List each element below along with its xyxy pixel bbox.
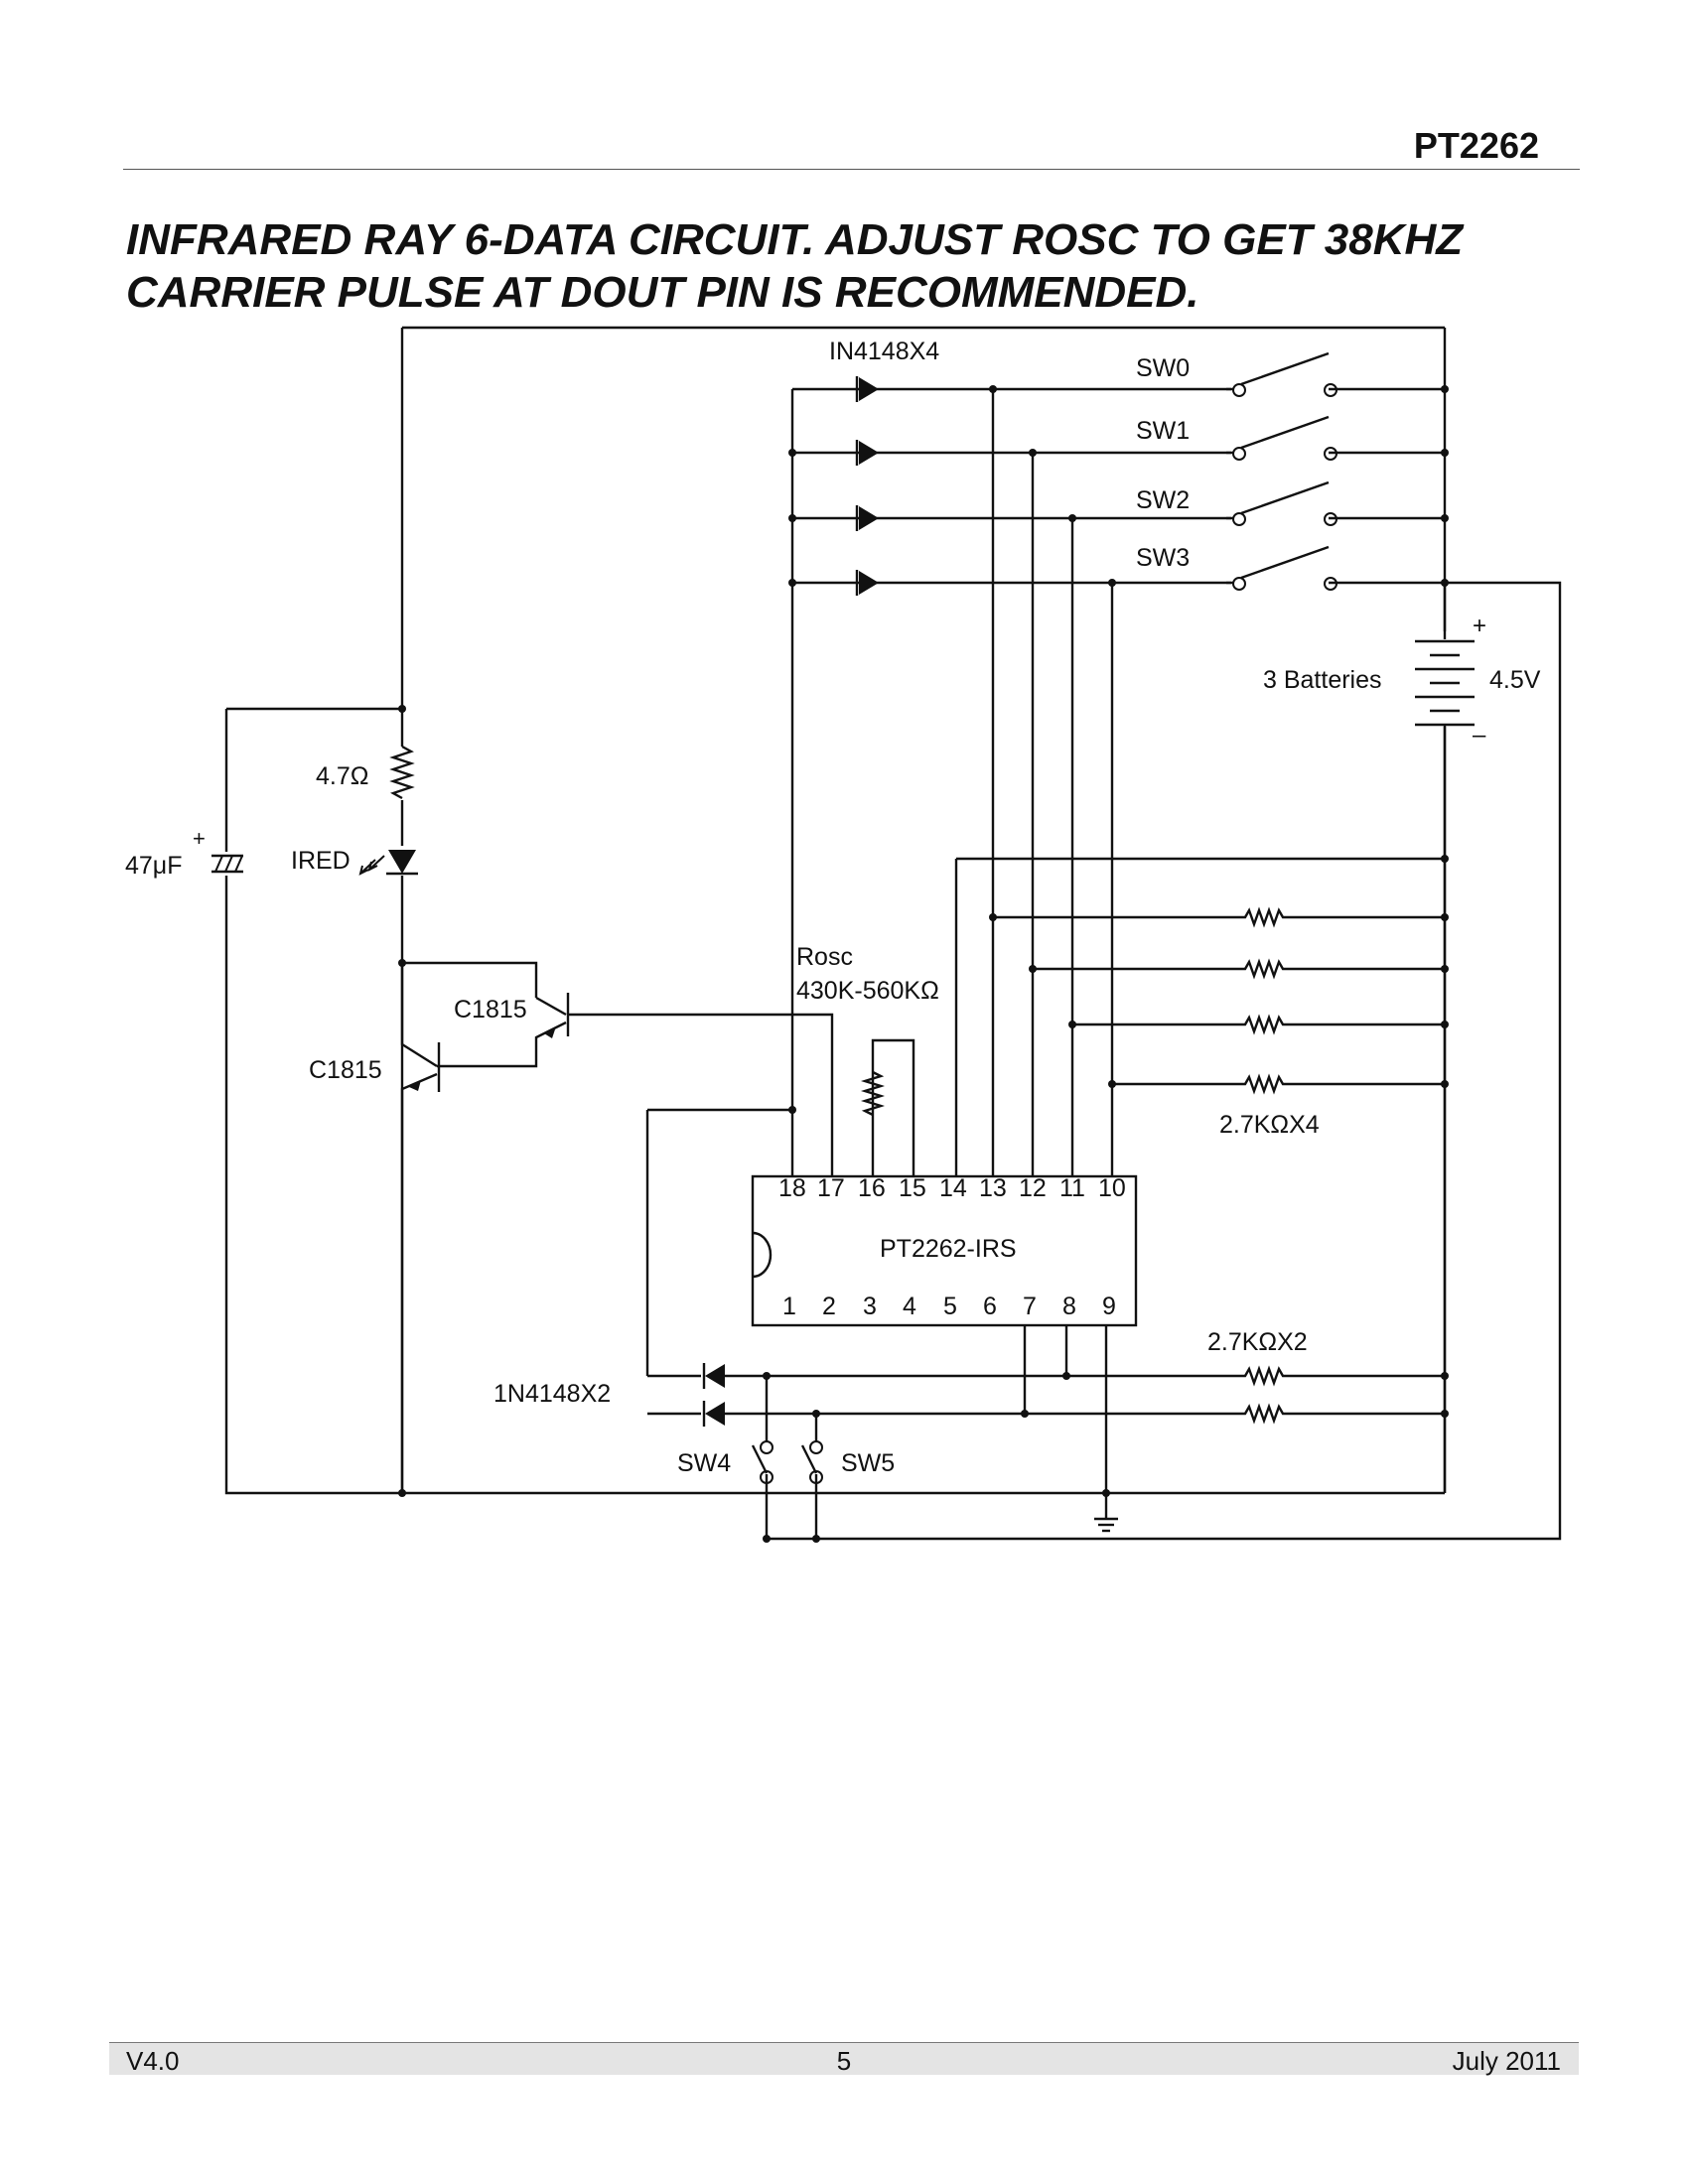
rosc-resistor [860,1038,915,1176]
pullup2-label: 2.7KΩX2 [1207,1328,1308,1356]
battery-plus: + [1473,613,1486,639]
ic-pin: 2 [822,1293,836,1320]
ired-label: IRED [291,847,351,875]
ic-pin: 7 [1023,1293,1037,1320]
ic-pin: 17 [817,1174,845,1202]
capacitor-label: 47μF [125,852,182,880]
switch-label-sw5: SW5 [841,1449,895,1477]
rosc-range: 430K-560KΩ [796,977,939,1005]
footer-version: V4.0 [126,2046,180,2076]
ic-pin: 3 [863,1293,877,1320]
capacitor-plus: + [193,826,206,851]
transistor-upper-label: C1815 [454,996,527,1024]
pullup-resistors-2 [1241,1364,1293,1426]
ic-pin: 15 [899,1174,926,1202]
ic-pin: 5 [943,1293,957,1320]
ic-package [751,1174,1138,1327]
diode-pair [702,1363,725,1427]
ic-pin: 1 [782,1293,796,1320]
switch-label-sw2: SW2 [1136,486,1190,514]
switch-label-sw4: SW4 [677,1449,731,1477]
resistor-4-7-ohm [389,745,415,800]
transistor-lower-icon [400,963,441,1493]
ic-pin: 6 [983,1293,997,1320]
ired-led-icon [358,846,418,876]
diode-array [855,376,879,596]
ic-pin: 9 [1102,1293,1116,1320]
ic-pin: 4 [903,1293,916,1320]
ic-pin: 12 [1019,1174,1047,1202]
transistor-lower-label: C1815 [309,1056,382,1084]
lower-wiring [645,1108,1445,1539]
ic-bottom-pins: 1 2 3 4 5 6 7 8 9 [782,1293,1116,1320]
document-id: PT2262 [1413,125,1539,166]
ic-name: PT2262-IRS [880,1235,1017,1263]
footer-date: July 2011 [1452,2046,1561,2076]
ic-pin: 18 [778,1174,806,1202]
ic-pin: 13 [979,1174,1007,1202]
battery-minus: – [1473,722,1486,749]
ic-pin: 10 [1098,1174,1126,1202]
switch-label-sw1: SW1 [1136,417,1190,445]
capacitor-icon [211,852,246,876]
pullup-resistors [1241,905,1293,1095]
battery-label: 3 Batteries [1263,666,1382,694]
junction-dots [398,385,1449,1543]
switch-pair [751,1440,823,1484]
ic-pin: 14 [939,1174,967,1202]
battery-icon [1410,583,1479,1493]
header-rule [123,169,1580,170]
page-title: INFRARED RAY 6-DATA CIRCUIT. ADJUST ROSC… [126,215,1464,317]
footer-rule [109,2042,1579,2043]
ic-pin: 11 [1059,1174,1085,1202]
ic-top-pins: 18 17 16 15 14 13 12 11 10 [778,1174,1126,1202]
switch-label-sw0: SW0 [1136,354,1190,382]
diode-array-label: IN4148X4 [829,338,939,365]
battery-voltage: 4.5V [1489,666,1541,694]
resistor-4-7-label: 4.7Ω [316,762,368,790]
ground-icon [1094,1493,1118,1533]
pullup-label: 2.7KΩX4 [1219,1111,1320,1139]
transistor-upper-icon [402,961,834,1176]
switch-label-sw3: SW3 [1136,544,1190,572]
ic-pin: 16 [858,1174,886,1202]
main-wiring [224,326,1562,1541]
rosc-name: Rosc [796,943,853,971]
page-footer: V4.0 5 July 2011 [109,2043,1579,2076]
ic-pin: 8 [1062,1293,1076,1320]
switch-bank [1226,351,1337,596]
diode-pair-label: 1N4148X2 [493,1380,611,1408]
footer-page-number: 5 [836,2046,852,2076]
